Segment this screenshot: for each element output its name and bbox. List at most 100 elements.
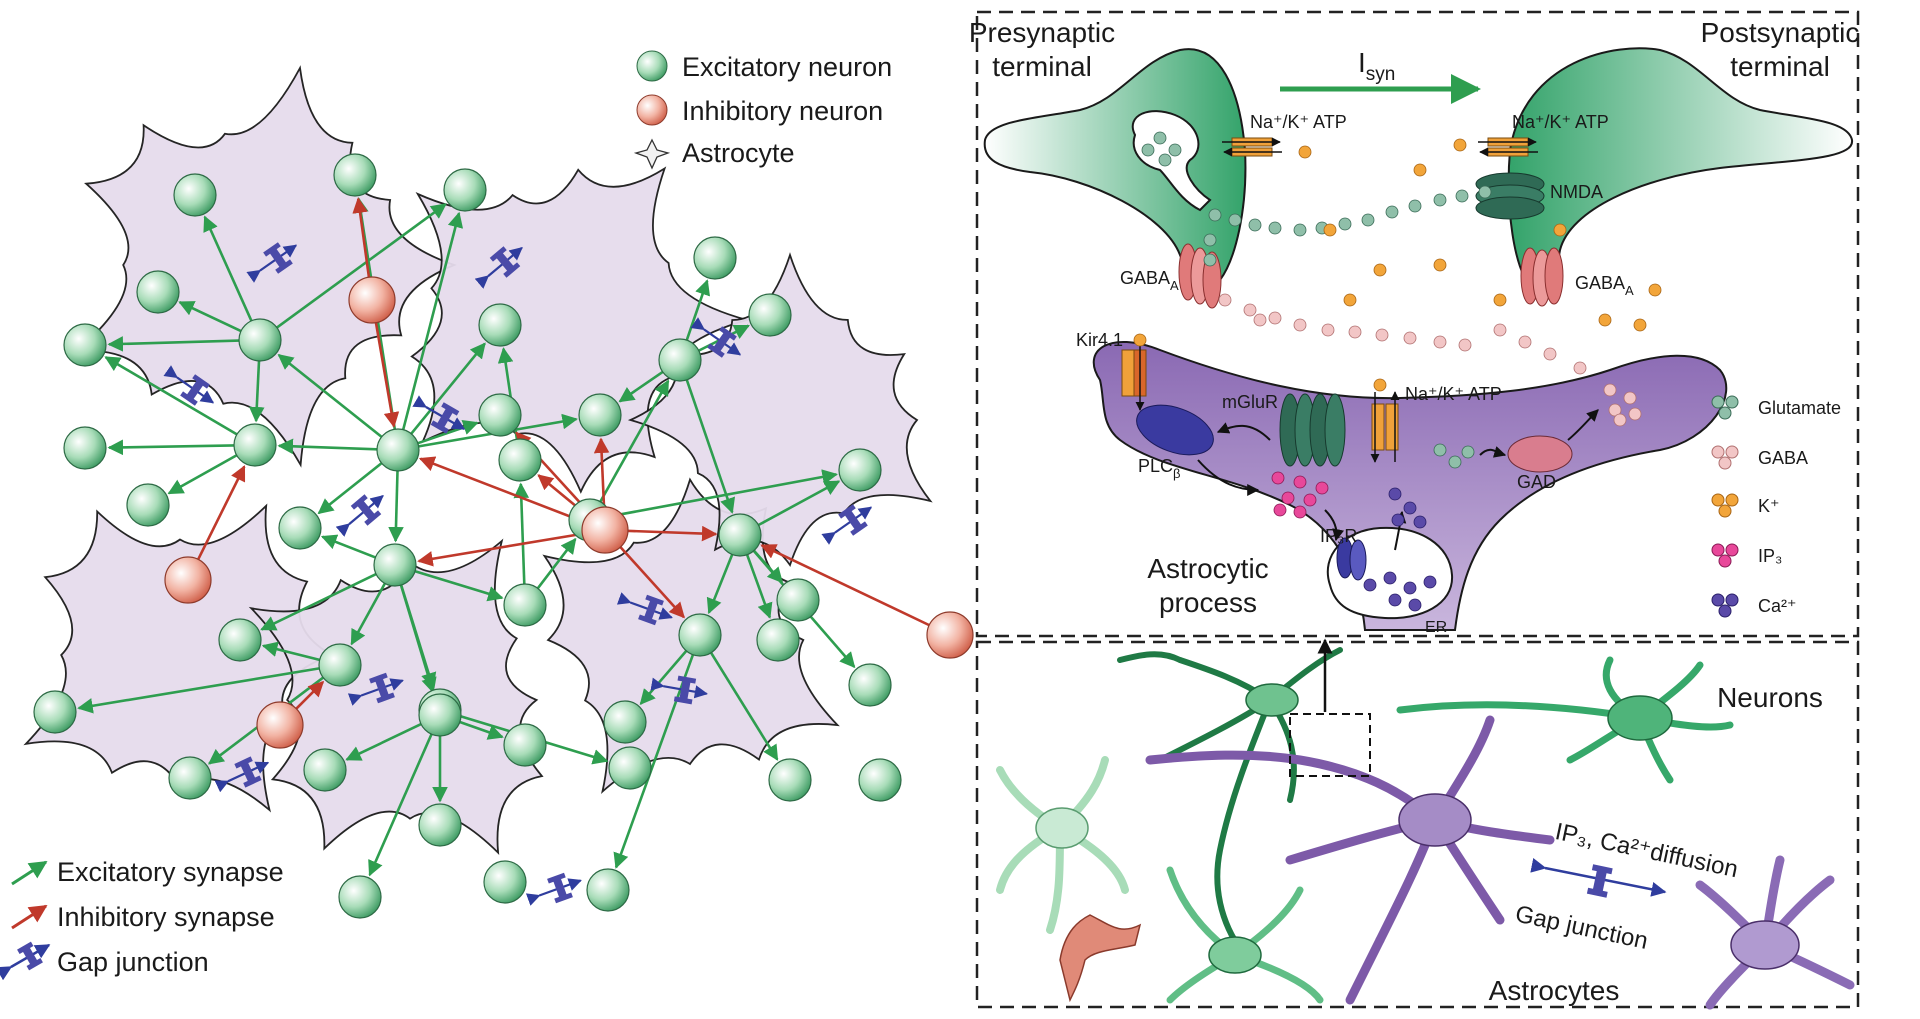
calcium-ion bbox=[1363, 578, 1377, 592]
gap-junction-plate bbox=[645, 594, 664, 606]
potassium-ion bbox=[1648, 283, 1662, 297]
mglur-label: mGluR bbox=[1222, 392, 1278, 412]
excitatory-synapse-arrow-icon bbox=[11, 860, 48, 886]
calcium-icon-dot bbox=[1718, 604, 1732, 618]
inhibitory-synapse bbox=[418, 456, 586, 524]
neuron-soma-left bbox=[1035, 807, 1089, 849]
gaba-molecule bbox=[1608, 403, 1622, 417]
calcium-ion bbox=[1388, 593, 1402, 607]
excitatory-neuron bbox=[608, 746, 652, 790]
gaba-molecule bbox=[1573, 361, 1587, 375]
excitatory-neuron bbox=[586, 868, 630, 912]
postsynaptic-terminal bbox=[1507, 47, 1854, 291]
plc-enzyme bbox=[1136, 404, 1214, 456]
gap-junction-plate bbox=[489, 246, 507, 262]
gaba-molecule bbox=[1253, 313, 1267, 327]
excitatory-synapse bbox=[345, 722, 422, 761]
ip3-icon-dot bbox=[1711, 543, 1725, 557]
excitatory-neuron bbox=[168, 756, 212, 800]
excitatory-neuron bbox=[376, 428, 420, 472]
neuron-cell-center bbox=[1117, 647, 1343, 963]
excitatory-neuron bbox=[748, 293, 792, 337]
glutamate-icon-dot bbox=[1718, 406, 1732, 420]
gaba-molecule bbox=[1243, 303, 1257, 317]
potassium-ion bbox=[1298, 145, 1312, 159]
neurons bbox=[33, 153, 974, 919]
legend-astrocyte: Astrocyte bbox=[682, 138, 795, 168]
glutamate-to-gad-arrow bbox=[1479, 446, 1507, 458]
excitatory-synapse bbox=[261, 641, 320, 662]
gap-junction-plate bbox=[638, 614, 657, 626]
gap-junction-plate bbox=[275, 259, 293, 274]
glutamate-molecule bbox=[1433, 193, 1447, 207]
presynaptic-na-k-atp-label: Na⁺/K⁺ ATP bbox=[1250, 112, 1347, 132]
potassium-icon-dot bbox=[1711, 493, 1725, 507]
excitatory-neuron bbox=[63, 323, 107, 367]
gap-junction-icon bbox=[347, 672, 404, 706]
excitatory-neuron bbox=[173, 173, 217, 217]
neuron-soma-center bbox=[1245, 683, 1299, 717]
potassium-ion bbox=[1323, 223, 1337, 237]
gap-junction-channel bbox=[844, 510, 862, 530]
glutamate-icon bbox=[1711, 395, 1739, 420]
glutamate-molecule bbox=[1141, 143, 1155, 157]
gaba-molecule bbox=[1268, 311, 1282, 325]
gap-junction-channel bbox=[269, 248, 287, 268]
excitatory-synapse bbox=[107, 336, 240, 352]
excitatory-synapse bbox=[685, 279, 711, 341]
inhibitory-synapse bbox=[760, 544, 932, 628]
potassium-ion bbox=[1633, 318, 1647, 332]
molecule-legend-icons bbox=[1711, 395, 1739, 618]
astrocyte-soma-center bbox=[1398, 793, 1472, 847]
plc-to-ip3-arrow bbox=[1197, 459, 1260, 496]
gaba-icon-dot bbox=[1725, 445, 1739, 459]
gap-junction-icon bbox=[246, 242, 298, 283]
synapse-panel: Presynaptic terminal Postsynaptic termin… bbox=[969, 10, 1859, 638]
synaptic-vesicle bbox=[1131, 110, 1212, 212]
glutamate-molecule bbox=[1448, 455, 1462, 469]
neurons-label: Neurons bbox=[1717, 682, 1823, 713]
legend-gap-junction: Gap junction bbox=[57, 947, 209, 977]
glutamate-molecule bbox=[1248, 218, 1262, 232]
gaba-icon bbox=[1711, 445, 1739, 470]
excitatory-synapse bbox=[709, 652, 779, 761]
inhibitory-synapse bbox=[417, 532, 585, 567]
excitatory-neuron bbox=[503, 583, 547, 627]
glutamate-molecule bbox=[1203, 233, 1217, 247]
glutamate-molecule bbox=[1208, 208, 1222, 222]
neuron-soma-right bbox=[1607, 695, 1673, 741]
glutamate-icon-dot bbox=[1725, 395, 1739, 409]
gap-junction-plate bbox=[180, 391, 198, 406]
excitatory-synapse bbox=[536, 537, 577, 590]
excitatory-neuron bbox=[318, 643, 362, 687]
excitatory-synapse bbox=[610, 469, 838, 518]
excitatory-neuron bbox=[418, 803, 462, 847]
glutamate-molecule bbox=[1228, 213, 1242, 227]
legend-inhibitory-neuron: Inhibitory neuron bbox=[682, 96, 883, 126]
calcium-ion bbox=[1403, 581, 1417, 595]
excitatory-neuron bbox=[338, 875, 382, 919]
glutamate-molecule bbox=[1478, 185, 1492, 199]
astrocyte-territory bbox=[23, 503, 335, 813]
excitatory-neuron bbox=[136, 270, 180, 314]
gap-junction-plate bbox=[707, 343, 725, 358]
gap-junction-channel bbox=[679, 680, 691, 700]
gap-junction-icon bbox=[525, 872, 582, 906]
legend-ca: Ca²⁺ bbox=[1758, 596, 1797, 616]
postsynaptic-na-k-pump bbox=[1478, 137, 1538, 157]
excitatory-synapse bbox=[368, 733, 433, 877]
glutamate-molecule bbox=[1433, 443, 1447, 457]
presynaptic-label-line2: terminal bbox=[992, 51, 1092, 82]
excitatory-neuron bbox=[33, 690, 77, 734]
gap-junction-icon bbox=[650, 675, 708, 705]
calcium-ion bbox=[1383, 571, 1397, 585]
calcium-ion bbox=[1408, 598, 1422, 612]
gap-junction-plate bbox=[243, 775, 262, 788]
plc-label: PLCβ bbox=[1138, 456, 1181, 481]
ip3-molecule bbox=[1271, 471, 1285, 485]
postsynaptic-gaba-a-receptor bbox=[1520, 247, 1564, 307]
excitatory-neuron bbox=[238, 318, 282, 362]
excitatory-neuron bbox=[603, 700, 647, 744]
neuron-soma-bottom bbox=[1208, 936, 1262, 974]
potassium-icon-dot bbox=[1725, 493, 1739, 507]
